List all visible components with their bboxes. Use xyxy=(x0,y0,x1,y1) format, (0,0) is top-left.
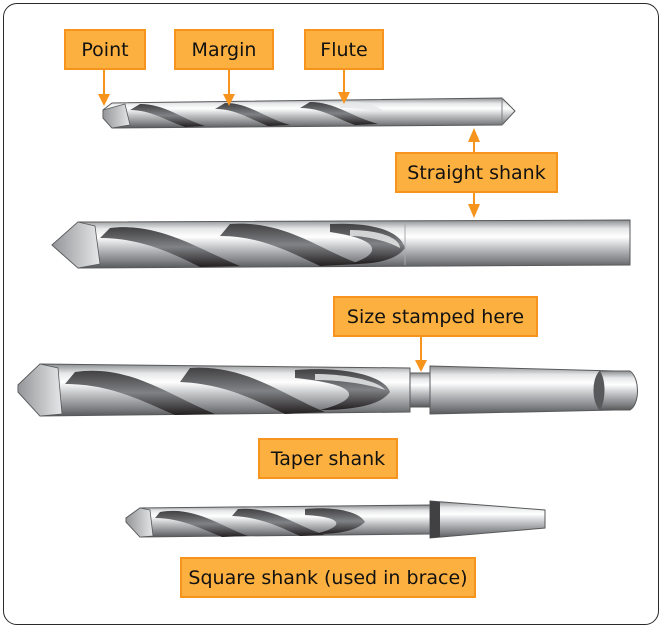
margin-label: Margin xyxy=(174,29,274,70)
callout-arrows xyxy=(98,70,480,372)
drill-small-straight-shank xyxy=(102,97,516,129)
point-label: Point xyxy=(64,29,146,70)
straight-shank-label: Straight shank xyxy=(395,152,558,193)
drill-large-straight-shank xyxy=(51,219,631,269)
taper-shank-label: Taper shank xyxy=(258,438,398,479)
flute-label: Flute xyxy=(304,29,384,70)
square-shank-label: Square shank (used in brace) xyxy=(180,557,476,598)
drill-square-shank xyxy=(125,500,546,539)
size-stamped-label: Size stamped here xyxy=(333,296,538,337)
drill-taper-shank xyxy=(17,363,638,417)
